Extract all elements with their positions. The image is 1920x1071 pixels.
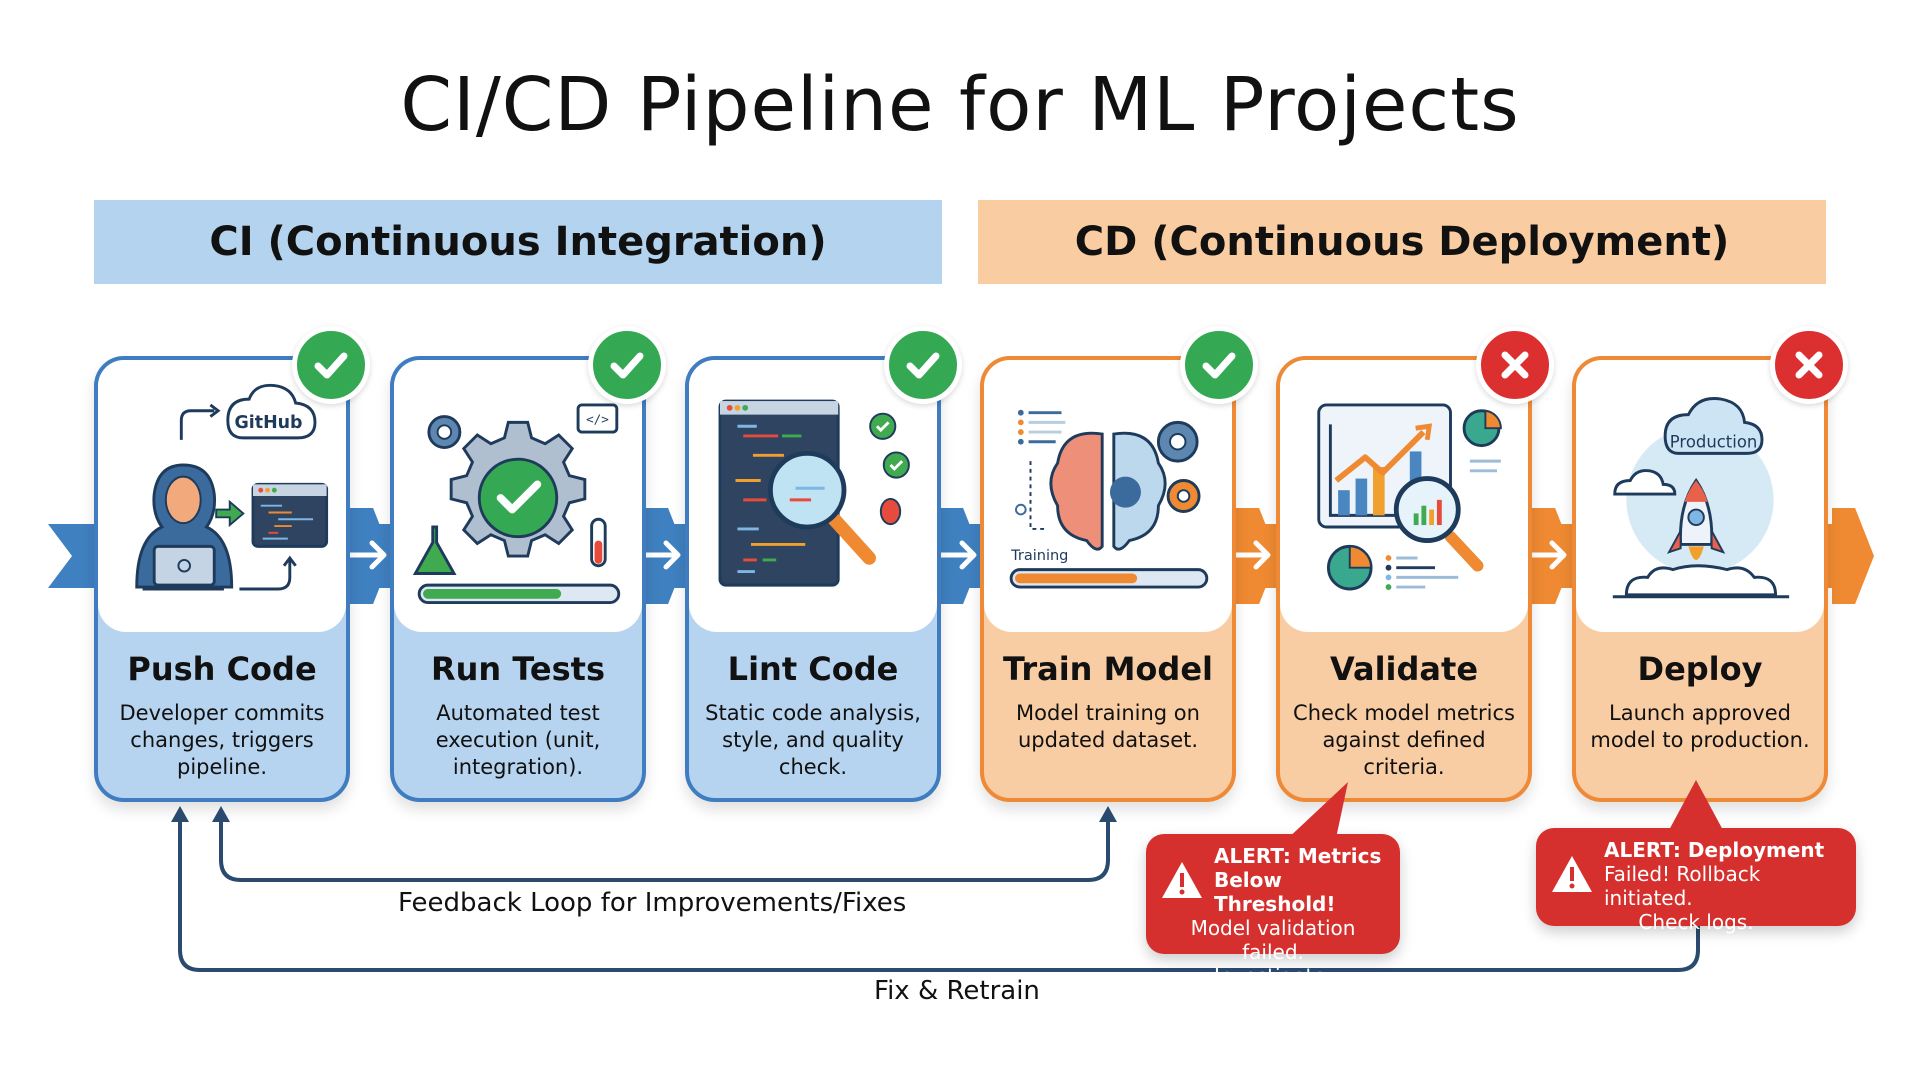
stage-description: Model training on updated dataset. xyxy=(1016,701,1200,752)
alert-message: Investigate. xyxy=(1214,964,1332,988)
success-check-icon xyxy=(1180,326,1258,404)
developer-github-icon: GitHub xyxy=(98,360,346,632)
arrowhead-icon xyxy=(171,806,189,822)
alert-message: Check logs. xyxy=(1638,910,1754,934)
stage-description: Developer commits changes, triggers pipe… xyxy=(119,701,325,779)
gear-check-test-icon: </> xyxy=(394,360,642,632)
stage-description: Automated test execution (unit, integrat… xyxy=(435,701,601,779)
feedback-loop-label: Feedback Loop for Improvements/Fixes xyxy=(398,888,907,918)
arrow-right-icon xyxy=(1231,540,1271,570)
stage-description: Static code analysis, style, and quality… xyxy=(705,701,921,779)
stage-card-run-tests[interactable]: </> Run Tests Automated test execution (… xyxy=(390,356,646,802)
training-progress-fill xyxy=(1015,573,1138,584)
stage-name: Run Tests xyxy=(430,650,605,688)
alert-title-line: ALERT: Deployment xyxy=(1604,838,1825,862)
stage-card-deploy[interactable]: Production Deploy Launch approved model … xyxy=(1572,356,1828,802)
feedback-loop-line xyxy=(219,820,1110,882)
success-check-icon xyxy=(884,326,962,404)
arrow-right-icon xyxy=(641,540,681,570)
code-magnifier-icon xyxy=(689,360,937,632)
test-progress-fill xyxy=(423,589,562,599)
alert-title-line: Failed! Rollback initiated. xyxy=(1604,862,1761,910)
arrowhead-icon xyxy=(212,806,230,822)
retrain-loop-label: Fix & Retrain xyxy=(874,976,1040,1006)
brain-gears-icon: Training xyxy=(984,360,1232,632)
stage-card-train-model[interactable]: Training Train Model Model training on u… xyxy=(980,356,1236,802)
training-label: Training xyxy=(1010,548,1068,564)
arrowhead-icon xyxy=(1099,806,1117,822)
github-label: GitHub xyxy=(234,413,302,433)
stage-name: Deploy xyxy=(1637,650,1763,688)
alert-title-line: Below Threshold! xyxy=(1214,868,1336,916)
pipeline-end-chevron xyxy=(1832,508,1874,604)
ci-phase-header: CI (Continuous Integration) xyxy=(94,200,942,284)
warning-triangle-icon xyxy=(1552,856,1592,892)
stage-description: Launch approved model to production. xyxy=(1590,701,1810,752)
alert-title-line: ALERT: Metrics xyxy=(1214,844,1382,868)
stage-card-validate[interactable]: Validate Check model metrics against def… xyxy=(1276,356,1532,802)
success-check-icon xyxy=(588,326,666,404)
arrow-right-icon xyxy=(937,540,977,570)
alert-deploy: ALERT: Deployment Failed! Rollback initi… xyxy=(1536,780,1856,934)
stage-card-push-code[interactable]: GitHub Push Code Developer commits chang… xyxy=(94,356,350,802)
code-tag-label: </> xyxy=(586,411,609,426)
stage-name: Validate xyxy=(1329,650,1479,688)
stage-name: Lint Code xyxy=(727,650,899,688)
cd-phase-header: CD (Continuous Deployment) xyxy=(978,200,1826,284)
stage-description: Check model metrics against defined crit… xyxy=(1293,701,1515,779)
rocket-icon: Production xyxy=(1576,360,1824,632)
page-title: CI/CD Pipeline for ML Projects xyxy=(400,62,1520,148)
stage-name: Push Code xyxy=(127,650,317,688)
failure-x-icon xyxy=(1770,326,1848,404)
stage-card-lint-code[interactable]: Lint Code Static code analysis, style, a… xyxy=(685,356,941,802)
alert-message: Model validation failed. xyxy=(1190,916,1356,964)
arrow-right-icon xyxy=(347,540,387,570)
warning-triangle-icon xyxy=(1162,862,1202,898)
failure-x-icon xyxy=(1476,326,1554,404)
stage-name: Train Model xyxy=(1003,650,1213,688)
arrow-right-icon xyxy=(1527,540,1567,570)
alert-validate: ALERT: Metrics Below Threshold! Model va… xyxy=(1146,782,1400,988)
chart-magnifier-icon xyxy=(1280,360,1528,632)
success-check-icon xyxy=(292,326,370,404)
production-label: Production xyxy=(1670,433,1758,452)
